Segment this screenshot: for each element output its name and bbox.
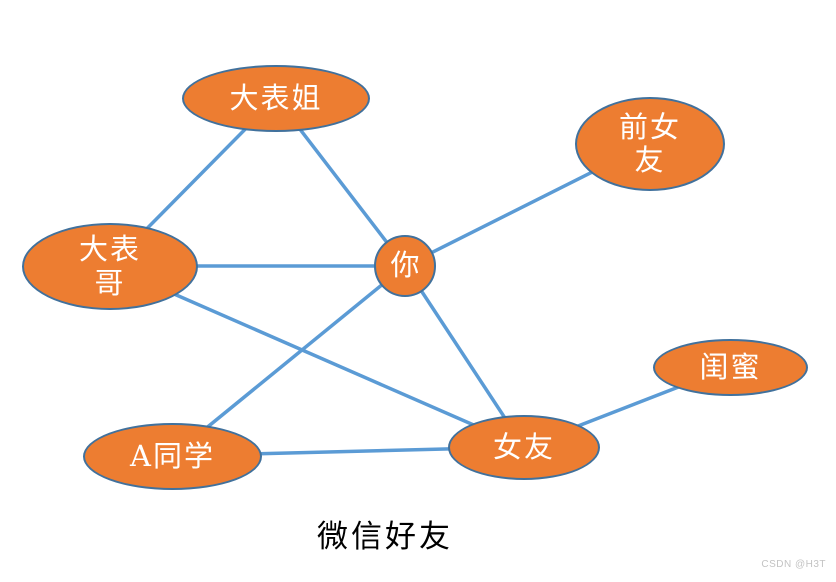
node-label: 大表姐: [229, 80, 323, 115]
node-ni: 你: [374, 235, 436, 297]
node-label: 你: [390, 248, 420, 283]
node-da-biao-jie: 大表姐: [182, 65, 370, 132]
csdn-watermark: CSDN @H3T: [761, 559, 826, 570]
node-qian-nv-you: 前女 友: [575, 97, 725, 191]
node-gui-mi: 闺蜜: [653, 339, 808, 396]
node-label: 女友: [492, 429, 555, 464]
diagram-caption: 微信好友: [317, 519, 453, 555]
edge-dabiaoge-nvyou: [109, 264, 525, 449]
node-label: 前女 友: [618, 109, 681, 177]
node-label: A同学: [130, 438, 215, 473]
node-nv-you: 女友: [448, 415, 600, 480]
node-da-biao-ge: 大表 哥: [22, 223, 198, 310]
node-label: 闺蜜: [699, 349, 762, 384]
node-label: 大表 哥: [78, 232, 141, 300]
node-a-tong-xue: A同学: [83, 423, 262, 490]
edge-ni-atongxue: [170, 264, 407, 458]
